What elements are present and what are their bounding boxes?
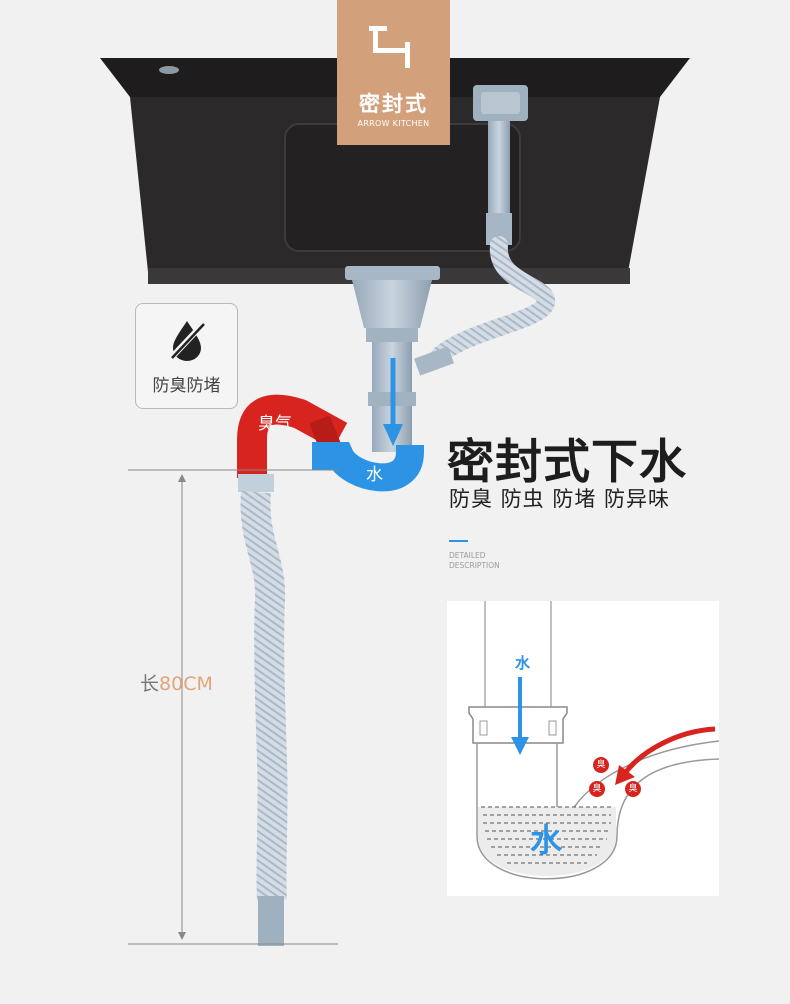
badge-title: 密封式 — [359, 92, 428, 116]
badge-subtitle: ARROW KITCHEN — [357, 119, 430, 128]
odor-dot-1: 臭 — [593, 757, 609, 773]
no-odor-drop-icon — [168, 321, 206, 361]
drain-hose — [240, 490, 288, 946]
diagram-water-label: 水 — [515, 654, 531, 672]
detail-line-2: DESCRIPTION — [449, 561, 500, 570]
detail-caption: DETAILED DESCRIPTION — [449, 551, 500, 571]
detail-line-1: DETAILED — [449, 551, 486, 560]
odor-label: 臭气 — [258, 414, 292, 434]
brand-logo-icon — [369, 26, 410, 68]
water-trap-section — [312, 442, 424, 492]
feature-label: 防臭防堵 — [152, 376, 221, 396]
brand-badge: 密封式 ARROW KITCHEN — [337, 0, 450, 145]
length-prefix: 长 — [140, 673, 160, 695]
length-label: 长80CM — [140, 669, 213, 696]
length-dimension — [128, 469, 338, 945]
sink-basin — [100, 58, 690, 284]
trap-cross-section-diagram: 臭 臭 臭 — [447, 601, 719, 896]
water-flow-arrow — [383, 358, 403, 446]
odor-dot-2: 臭 — [589, 781, 605, 797]
overflow-assembly — [431, 85, 555, 364]
water-label: 水 — [366, 465, 383, 485]
odor-dot-3: 臭 — [625, 781, 641, 797]
page-subtitle: 防臭 防虫 防堵 防异味 — [449, 487, 671, 511]
length-value: 80CM — [159, 673, 213, 695]
trap-diagram-drawing — [468, 601, 719, 880]
diagram-water-big-label: 水 — [530, 821, 563, 859]
page-title: 密封式下水 — [447, 435, 687, 490]
feature-box: 防臭防堵 — [135, 303, 238, 409]
accent-divider — [449, 540, 468, 542]
